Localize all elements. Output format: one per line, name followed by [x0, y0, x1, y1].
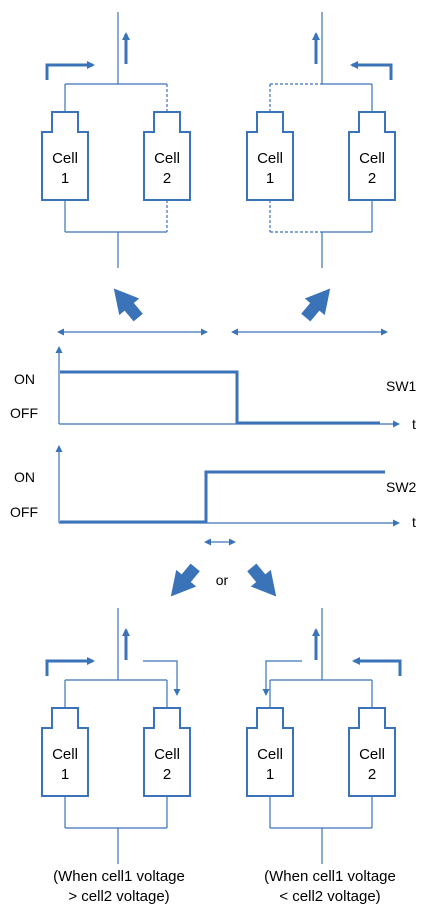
- current-arrow: [45, 61, 95, 80]
- cell-number: 2: [163, 170, 171, 187]
- circuit-top-right: Cell 1 Cell 2: [246, 12, 396, 268]
- block-arrow-up-right: [301, 288, 331, 322]
- circuit-top-left: Cell 1 Cell 2: [41, 12, 191, 268]
- caption-right-line1: (When cell1 voltage: [264, 868, 396, 885]
- cell-label: Cell: [154, 746, 180, 763]
- block-arrow-down-right: [247, 563, 277, 597]
- current-arrow: [350, 61, 393, 80]
- cell-number: 1: [61, 766, 69, 783]
- sw1-signal: [60, 370, 380, 425]
- caption-right-line2: < cell2 voltage): [279, 888, 380, 905]
- circuit-bottom-left: Cell 1 Cell 2: [41, 608, 191, 864]
- cell-label: Cell: [52, 150, 78, 167]
- sw2-signal: [60, 470, 385, 524]
- circuit-bottom-right: Cell 1 Cell 2: [246, 608, 402, 864]
- cell-2-box: [143, 111, 191, 201]
- time-label: t: [412, 416, 416, 432]
- cell-1-box: [246, 111, 294, 201]
- on-label: ON: [14, 469, 35, 485]
- cell-number: 2: [368, 170, 376, 187]
- time-label: t: [412, 514, 416, 530]
- cell-2-box: [348, 111, 396, 201]
- cell-label: Cell: [52, 746, 78, 763]
- sw1-timing: ON OFF SW1 t: [10, 346, 417, 432]
- cell-number: 1: [61, 170, 69, 187]
- cell-number: 1: [266, 766, 274, 783]
- on-label: ON: [14, 371, 35, 387]
- current-arrow: [352, 657, 402, 676]
- current-arrow: [45, 657, 95, 676]
- cell-number: 2: [163, 766, 171, 783]
- cell-label: Cell: [359, 746, 385, 763]
- cell-label: Cell: [154, 150, 180, 167]
- block-arrow-down-left: [170, 563, 200, 597]
- cell-label: Cell: [257, 150, 283, 167]
- cell-label: Cell: [359, 150, 385, 167]
- cell-1-box: [41, 707, 89, 797]
- sw2-timing: ON OFF SW2 t: [10, 445, 417, 530]
- cell-label: Cell: [257, 746, 283, 763]
- off-label: OFF: [10, 504, 38, 520]
- cell-1-box: [41, 111, 89, 201]
- caption-left-line1: (When cell1 voltage: [53, 868, 185, 885]
- sw2-label: SW2: [386, 479, 417, 495]
- sw1-label: SW1: [386, 378, 417, 394]
- cell-1-box: [246, 707, 294, 797]
- cell-number: 1: [266, 170, 274, 187]
- block-arrow-up-left: [113, 288, 143, 322]
- off-label: OFF: [10, 405, 38, 421]
- cell-2-box: [348, 707, 396, 797]
- caption-left-line2: > cell2 voltage): [68, 888, 169, 905]
- charge-arrow: [143, 660, 181, 696]
- or-label: or: [216, 572, 229, 588]
- cell-number: 2: [368, 766, 376, 783]
- charge-arrow: [262, 660, 302, 696]
- cell-2-box: [143, 707, 191, 797]
